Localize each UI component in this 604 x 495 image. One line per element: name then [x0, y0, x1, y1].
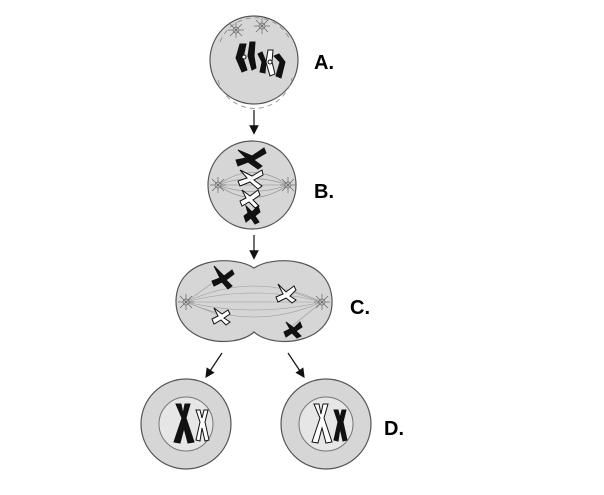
cell-a-chromosomes	[235, 41, 286, 79]
cell-a-nuclear-envelope-lower	[217, 77, 293, 109]
stage-label-b: B.	[314, 181, 334, 203]
cell-c	[175, 260, 333, 343]
arrow-c-to-d-left	[205, 352, 223, 378]
cell-c-centrosome-left	[178, 294, 194, 310]
cell-c-centrosome-right	[314, 294, 330, 310]
cell-a-centrosome-left	[228, 22, 244, 38]
cell-b-centrosome-left	[210, 177, 226, 193]
stage-label-c: C.	[350, 297, 370, 319]
cell-c-membrane	[175, 260, 333, 343]
arrow-c-to-d-right	[287, 352, 305, 378]
daughter-cell-right-chromosomes	[311, 403, 348, 444]
cell-b-centrosome-right	[280, 177, 296, 193]
cell-b	[207, 140, 297, 230]
cell-a-nuclear-envelope	[219, 17, 291, 43]
stage-label-d: D.	[384, 418, 404, 440]
daughter-cell-left-chromosomes	[173, 403, 210, 444]
cell-b-chromosomes	[235, 147, 267, 225]
cell-c-chromosomes	[211, 265, 303, 339]
daughter-cell-left	[140, 378, 232, 470]
stage-label-a: A.	[314, 52, 334, 74]
cell-a-centrosome-right	[254, 18, 270, 34]
cell-a	[209, 15, 299, 109]
daughter-cell-right	[280, 378, 372, 470]
